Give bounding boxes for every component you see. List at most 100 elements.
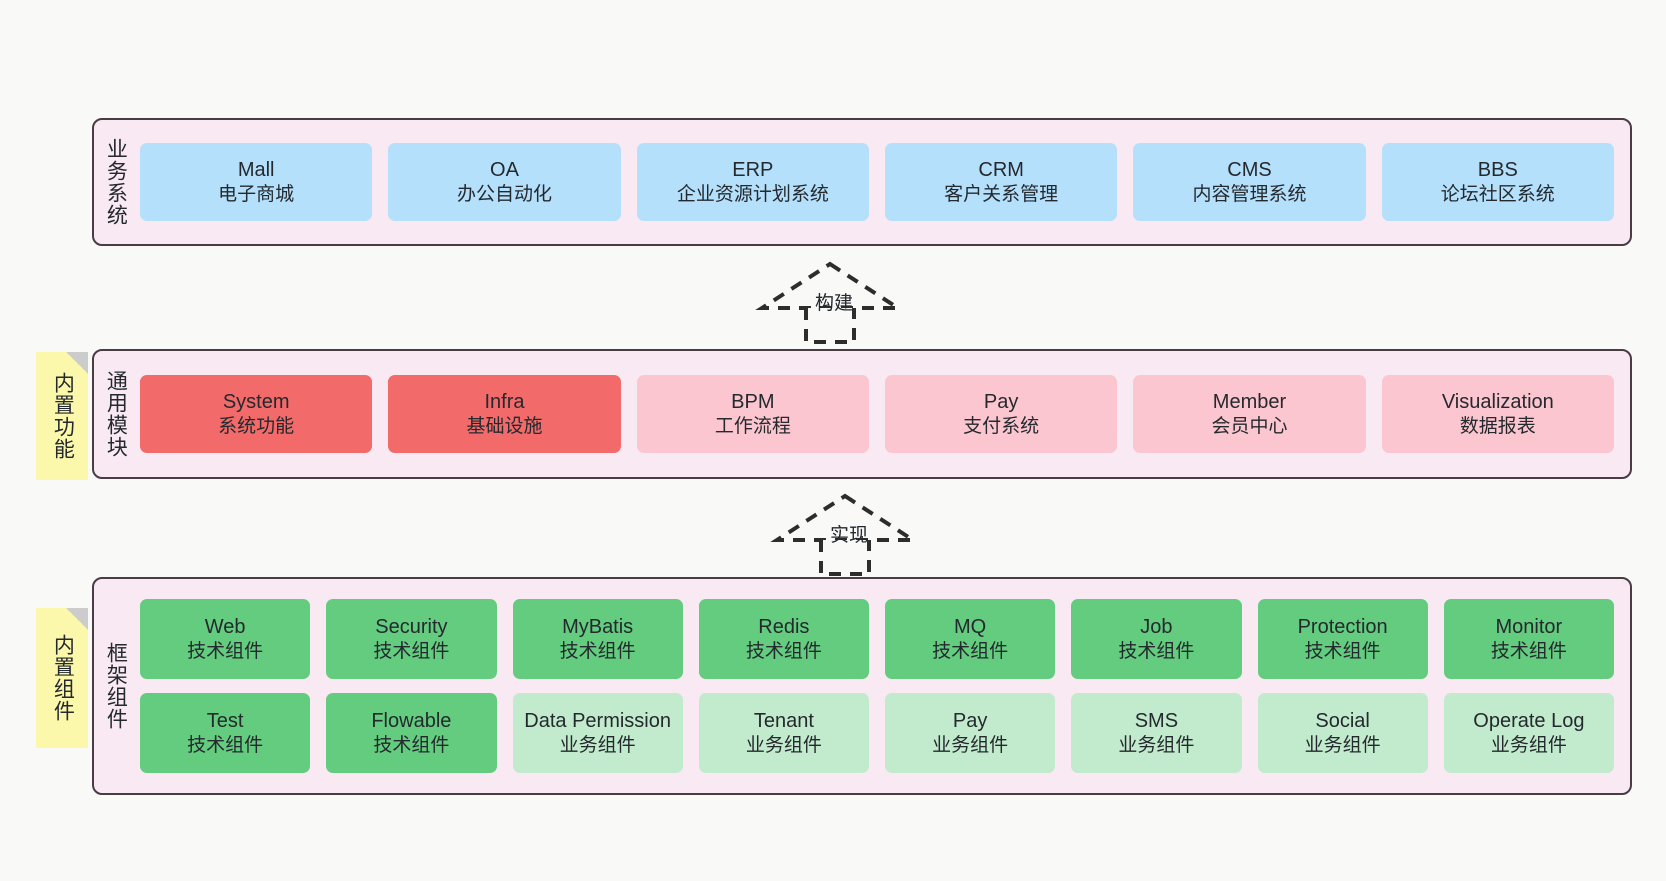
card-mybatis[interactable]: MyBatis 技术组件 bbox=[512, 599, 683, 679]
layer-framework-components: 框架组件 Web 技术组件 Security 技术组件 MyBatis 技术组件… bbox=[92, 577, 1632, 795]
card-title: Visualization bbox=[1441, 391, 1554, 414]
card-title: MQ bbox=[954, 616, 987, 639]
arrow-stem bbox=[819, 540, 871, 576]
sticky-note-builtin-components: 内置组件 bbox=[36, 608, 88, 748]
card-subtitle: 论坛社区系统 bbox=[1440, 183, 1555, 205]
layer-modules-body: System 系统功能 Infra 基础设施 BPM 工作流程 Pay 支付系统… bbox=[136, 351, 1630, 477]
card-tenant[interactable]: Tenant 业务组件 bbox=[698, 693, 869, 773]
connector-implement-label: 实现 bbox=[830, 525, 869, 546]
connector-build-label: 构建 bbox=[815, 293, 854, 314]
card-subtitle: 技术组件 bbox=[1304, 640, 1381, 662]
card-subtitle: 业务组件 bbox=[932, 734, 1009, 756]
card-subtitle: 业务组件 bbox=[745, 734, 822, 756]
card-subtitle: 数据报表 bbox=[1459, 415, 1536, 437]
card-title: Mall bbox=[237, 159, 275, 182]
card-web[interactable]: Web 技术组件 bbox=[140, 599, 311, 679]
card-title: Flowable bbox=[371, 710, 452, 733]
modules-card-row: System 系统功能 Infra 基础设施 BPM 工作流程 Pay 支付系统… bbox=[140, 375, 1614, 453]
card-title: Job bbox=[1140, 616, 1173, 639]
card-title: Pay bbox=[952, 710, 988, 733]
card-oa[interactable]: OA 办公自动化 bbox=[388, 143, 621, 221]
card-subtitle: 办公自动化 bbox=[456, 183, 552, 205]
card-subtitle: 电子商城 bbox=[218, 183, 295, 205]
card-subtitle: 系统功能 bbox=[218, 415, 295, 437]
card-subtitle: 企业资源计划系统 bbox=[676, 183, 829, 205]
card-title: Monitor bbox=[1495, 616, 1563, 639]
card-subtitle: 技术组件 bbox=[373, 734, 450, 756]
card-subtitle: 基础设施 bbox=[466, 415, 543, 437]
card-social[interactable]: Social 业务组件 bbox=[1257, 693, 1428, 773]
card-title: BPM bbox=[731, 391, 775, 414]
card-redis[interactable]: Redis 技术组件 bbox=[698, 599, 869, 679]
card-subtitle: 技术组件 bbox=[559, 640, 636, 662]
card-subtitle: 技术组件 bbox=[187, 734, 264, 756]
card-cms[interactable]: CMS 内容管理系统 bbox=[1133, 143, 1366, 221]
card-bpm[interactable]: BPM 工作流程 bbox=[636, 375, 869, 453]
connector-implement: 实现 bbox=[770, 493, 920, 576]
card-title: CRM bbox=[978, 159, 1024, 182]
layer-framework-body: Web 技术组件 Security 技术组件 MyBatis 技术组件 Redi… bbox=[136, 579, 1630, 793]
card-operate-log[interactable]: Operate Log 业务组件 bbox=[1443, 693, 1614, 773]
connector-build: 构建 bbox=[755, 261, 905, 344]
framework-card-row-tech: Web 技术组件 Security 技术组件 MyBatis 技术组件 Redi… bbox=[140, 599, 1614, 679]
card-title: OA bbox=[490, 159, 519, 182]
card-title: Protection bbox=[1297, 616, 1388, 639]
card-subtitle: 客户关系管理 bbox=[944, 183, 1059, 205]
card-data-permission[interactable]: Data Permission 业务组件 bbox=[512, 693, 683, 773]
card-title: Redis bbox=[758, 616, 810, 639]
card-sms[interactable]: SMS 业务组件 bbox=[1071, 693, 1242, 773]
card-title: Pay bbox=[983, 391, 1019, 414]
card-title: Operate Log bbox=[1473, 710, 1585, 733]
card-subtitle: 技术组件 bbox=[932, 640, 1009, 662]
card-subtitle: 技术组件 bbox=[187, 640, 264, 662]
card-subtitle: 业务组件 bbox=[1304, 734, 1381, 756]
card-title: Web bbox=[204, 616, 246, 639]
card-member[interactable]: Member 会员中心 bbox=[1133, 375, 1366, 453]
sticky-note-label: 内置组件 bbox=[51, 634, 75, 722]
card-pay-component[interactable]: Pay 业务组件 bbox=[885, 693, 1056, 773]
layer-framework-label: 框架组件 bbox=[104, 642, 128, 730]
card-title: MyBatis bbox=[562, 616, 634, 639]
sticky-note-builtin-features: 内置功能 bbox=[36, 352, 88, 480]
card-job[interactable]: Job 技术组件 bbox=[1071, 599, 1242, 679]
card-mall[interactable]: Mall 电子商城 bbox=[140, 143, 373, 221]
layer-common-modules: 通用模块 System 系统功能 Infra 基础设施 BPM 工作流程 Pay… bbox=[92, 349, 1632, 479]
card-title: Test bbox=[206, 710, 244, 733]
card-title: Member bbox=[1212, 391, 1287, 414]
card-title: Infra bbox=[484, 391, 525, 414]
card-monitor[interactable]: Monitor 技术组件 bbox=[1443, 599, 1614, 679]
card-flowable[interactable]: Flowable 技术组件 bbox=[326, 693, 497, 773]
card-subtitle: 技术组件 bbox=[745, 640, 822, 662]
card-infra[interactable]: Infra 基础设施 bbox=[388, 375, 621, 453]
card-subtitle: 内容管理系统 bbox=[1192, 183, 1307, 205]
card-title: Data Permission bbox=[524, 710, 671, 733]
card-mq[interactable]: MQ 技术组件 bbox=[885, 599, 1056, 679]
layer-business-body: Mall 电子商城 OA 办公自动化 ERP 企业资源计划系统 CRM 客户关系… bbox=[136, 120, 1630, 244]
card-title: BBS bbox=[1477, 159, 1518, 182]
card-subtitle: 技术组件 bbox=[373, 640, 450, 662]
card-subtitle: 业务组件 bbox=[559, 734, 636, 756]
card-subtitle: 技术组件 bbox=[1118, 640, 1195, 662]
card-title: Security bbox=[375, 616, 448, 639]
card-pay-module[interactable]: Pay 支付系统 bbox=[884, 375, 1118, 453]
card-title: Social bbox=[1315, 710, 1370, 733]
sticky-note-label: 内置功能 bbox=[51, 372, 75, 460]
card-test[interactable]: Test 技术组件 bbox=[140, 693, 311, 773]
card-title: System bbox=[222, 391, 290, 414]
card-visualization[interactable]: Visualization 数据报表 bbox=[1381, 375, 1614, 453]
card-bbs[interactable]: BBS 论坛社区系统 bbox=[1381, 143, 1614, 221]
fold-corner-icon bbox=[66, 608, 88, 630]
card-erp[interactable]: ERP 企业资源计划系统 bbox=[636, 143, 869, 221]
framework-card-row-business: Test 技术组件 Flowable 技术组件 Data Permission … bbox=[140, 693, 1614, 773]
layer-business-label: 业务系统 bbox=[104, 138, 128, 226]
card-protection[interactable]: Protection 技术组件 bbox=[1257, 599, 1428, 679]
card-crm[interactable]: CRM 客户关系管理 bbox=[884, 143, 1118, 221]
layer-modules-label: 通用模块 bbox=[104, 370, 128, 458]
card-subtitle: 支付系统 bbox=[963, 415, 1040, 437]
card-subtitle: 业务组件 bbox=[1490, 734, 1567, 756]
card-system[interactable]: System 系统功能 bbox=[140, 375, 373, 453]
card-title: SMS bbox=[1134, 710, 1179, 733]
card-security[interactable]: Security 技术组件 bbox=[326, 599, 497, 679]
card-title: CMS bbox=[1227, 159, 1272, 182]
